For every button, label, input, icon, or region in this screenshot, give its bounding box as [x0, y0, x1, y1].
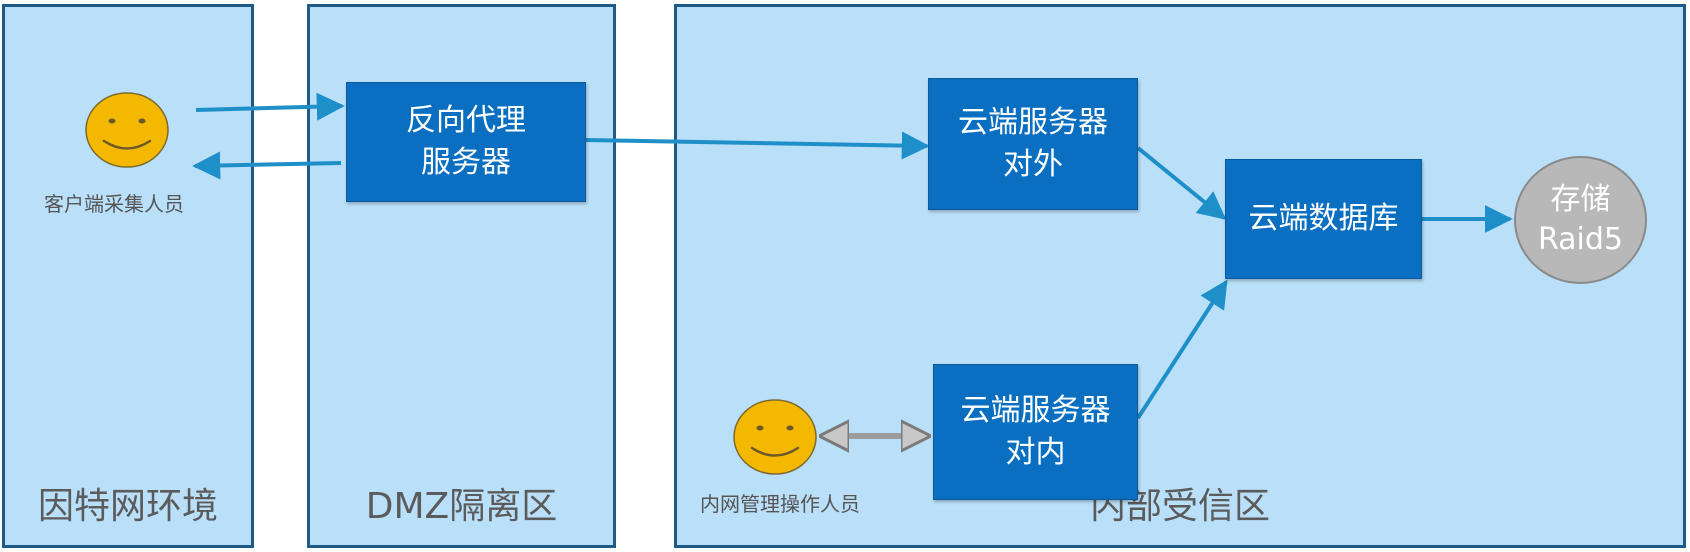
cloud-database-node: 云端数据库	[1225, 159, 1422, 279]
cloud-db-label: 云端数据库	[1248, 201, 1399, 236]
cloud-internal-line2: 对内	[1005, 435, 1066, 470]
arrow-proxy-to-client	[192, 151, 342, 180]
zone-internal: 内部受信区	[674, 4, 1686, 548]
arrow-external-to-db	[1136, 146, 1227, 220]
storage-line1: 存储	[1550, 182, 1611, 217]
arrow-internal-to-db	[1136, 279, 1228, 420]
intranet-operator-label: 内网管理操作人员	[700, 492, 860, 516]
reverse-proxy-line2: 服务器	[421, 145, 511, 180]
cloud-internal-line1: 云端服务器	[960, 393, 1111, 428]
intranet-operator-smiley-icon	[733, 399, 817, 475]
cloud-external-line2: 对外	[1003, 147, 1063, 182]
arrow-proxy-to-cloud-external	[583, 131, 930, 160]
cloud-server-internal-node: 云端服务器 对内	[933, 364, 1138, 500]
reverse-proxy-line1: 反向代理	[406, 103, 526, 138]
storage-line2: Raid5	[1537, 222, 1624, 257]
storage-raid5-node: 存储 Raid5	[1514, 156, 1647, 284]
cloud-server-external-node: 云端服务器 对外	[928, 78, 1138, 210]
zone-dmz-label: DMZ隔离区	[365, 486, 558, 527]
reverse-proxy-server-node: 反向代理 服务器	[346, 82, 586, 202]
cloud-external-line1: 云端服务器	[958, 105, 1108, 140]
arrow-client-to-proxy	[195, 92, 345, 121]
client-collector-label: 客户端采集人员	[44, 192, 184, 216]
zone-internet-label: 因特网环境	[37, 486, 218, 527]
client-collector-smiley-icon	[85, 92, 169, 168]
